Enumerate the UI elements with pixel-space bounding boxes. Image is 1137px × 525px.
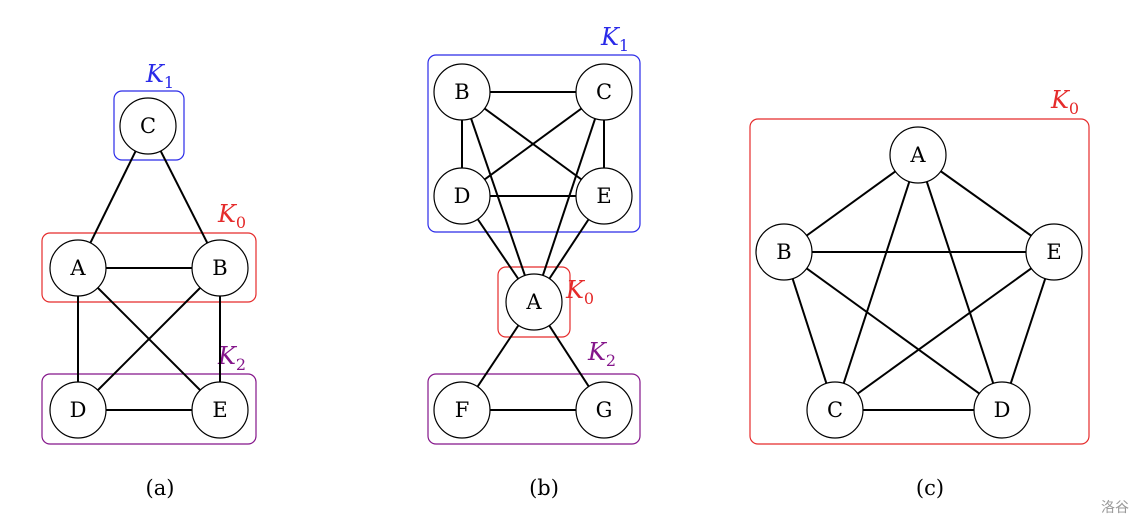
edge-C-A bbox=[533, 91, 605, 303]
node-label-C: C bbox=[827, 398, 843, 422]
clique-box-K0 bbox=[749, 118, 1090, 445]
caption: (c) bbox=[916, 476, 944, 500]
node-A bbox=[49, 239, 107, 297]
clique-label-K2: K2 bbox=[587, 338, 616, 370]
edge-C-D bbox=[461, 91, 605, 197]
edge-A-C bbox=[834, 154, 919, 411]
node-A bbox=[505, 273, 563, 331]
node-B bbox=[755, 223, 813, 281]
node-label-B: B bbox=[454, 80, 469, 104]
edge-A-D bbox=[917, 154, 1003, 411]
node-B bbox=[191, 239, 249, 297]
node-label-C: C bbox=[596, 80, 612, 104]
node-F bbox=[433, 381, 491, 439]
node-label-F: F bbox=[455, 398, 470, 422]
edge-B-D bbox=[783, 251, 1003, 411]
node-D bbox=[49, 381, 107, 439]
clique-box-K0 bbox=[497, 266, 571, 338]
node-G bbox=[575, 381, 633, 439]
clique-label-K1: K1 bbox=[145, 60, 174, 92]
clique-label-K0: K0 bbox=[565, 276, 594, 308]
clique-label-K0: K0 bbox=[1050, 86, 1079, 118]
node-label-B: B bbox=[776, 240, 791, 264]
node-C bbox=[806, 381, 864, 439]
edge-B-D bbox=[77, 267, 221, 411]
node-label-D: D bbox=[454, 184, 471, 208]
node-label-A: A bbox=[69, 256, 86, 280]
node-E bbox=[191, 381, 249, 439]
node-label-D: D bbox=[70, 398, 87, 422]
edge-E-C bbox=[834, 251, 1055, 411]
watermark: 洛谷 bbox=[1101, 500, 1129, 516]
clique-label-K2: K2 bbox=[217, 342, 246, 374]
clique-box-K2 bbox=[427, 373, 641, 445]
node-label-G: G bbox=[596, 398, 613, 422]
graph-c: K0A B E C D (c) bbox=[749, 86, 1090, 500]
clique-box-K1 bbox=[427, 54, 641, 233]
node-label-B: B bbox=[212, 256, 227, 280]
caption: (b) bbox=[529, 476, 559, 500]
node-E bbox=[575, 167, 633, 225]
node-B bbox=[433, 63, 491, 121]
caption: (a) bbox=[146, 476, 175, 500]
node-C bbox=[119, 97, 177, 155]
clique-box-K2 bbox=[41, 373, 257, 445]
node-E bbox=[1025, 223, 1083, 281]
clique-label-K1: K1 bbox=[600, 23, 629, 55]
node-D bbox=[433, 167, 491, 225]
clique-box-K0 bbox=[41, 232, 257, 303]
clique-box-K1 bbox=[113, 90, 185, 161]
node-D bbox=[973, 381, 1031, 439]
node-A bbox=[889, 126, 947, 184]
node-label-A: A bbox=[525, 290, 542, 314]
node-label-D: D bbox=[994, 398, 1011, 422]
node-C bbox=[575, 63, 633, 121]
node-label-E: E bbox=[1046, 240, 1061, 264]
node-label-C: C bbox=[140, 114, 156, 138]
edge-B-A bbox=[461, 91, 535, 303]
clique-label-K0: K0 bbox=[217, 200, 246, 232]
node-label-A: A bbox=[909, 143, 926, 167]
node-label-E: E bbox=[596, 184, 611, 208]
node-label-E: E bbox=[212, 398, 227, 422]
